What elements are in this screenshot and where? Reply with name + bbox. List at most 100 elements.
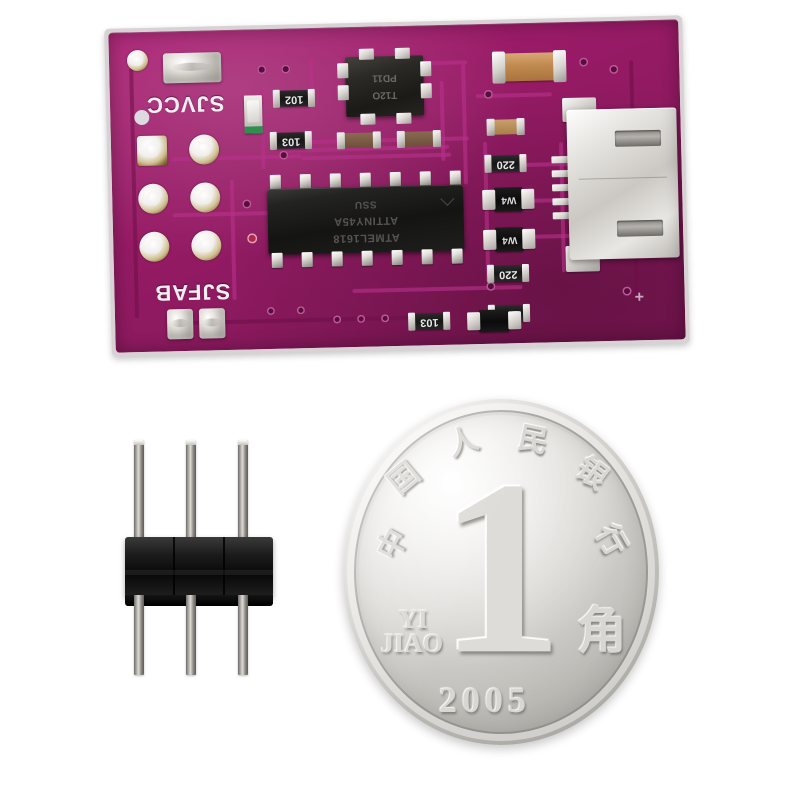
- qfn-pad: [337, 63, 349, 79]
- pcb-trace: [347, 60, 468, 68]
- via: [266, 306, 276, 316]
- ic-pin: [451, 248, 463, 264]
- isp-hole-2: [188, 134, 220, 165]
- usb-shell-seam: [578, 176, 667, 180]
- resistor-220-lower: 220: [486, 263, 530, 283]
- usb-shell-dimple-bottom: [616, 219, 664, 237]
- via: [609, 64, 619, 74]
- qfn-pad: [420, 61, 432, 77]
- isp-hole-5: [139, 231, 170, 263]
- pcb-trace: [259, 89, 266, 170]
- pcb-trace: [629, 60, 639, 301]
- solder-pad-bottom-b: [198, 308, 226, 339]
- pcb-trace: [482, 141, 491, 282]
- coin-rim: [347, 403, 655, 741]
- micro-usb-connector[interactable]: [566, 107, 680, 260]
- diode-pad: [483, 229, 497, 250]
- via-red: [247, 233, 258, 244]
- diode-pad: [482, 189, 496, 210]
- isp-hole-3: [137, 183, 169, 215]
- diode-w4-upper: W4: [494, 187, 523, 212]
- via: [281, 64, 291, 74]
- resistor-220-upper: 220: [484, 153, 527, 173]
- ic-pin: [449, 170, 462, 186]
- via: [333, 315, 342, 324]
- pcb-trace: [278, 136, 469, 145]
- pcb-trace: [301, 152, 452, 161]
- coin-denomination-numeral: 1: [439, 443, 564, 693]
- mounting-hole-top-left: [126, 49, 149, 72]
- solder-pad-bottom-a: [166, 308, 194, 340]
- ceramic-capacitor: [491, 49, 567, 84]
- led-dome: [246, 100, 260, 123]
- pcb-trace: [511, 161, 572, 168]
- pcb-trace: [512, 197, 573, 204]
- via: [381, 314, 390, 323]
- resistor-103-bottom: 103: [407, 311, 451, 331]
- isp-hole-6: [190, 230, 222, 261]
- coin-face: 中 国 人 民 银 行 1 YI JIAO 角 2005: [343, 399, 659, 745]
- ic-pin: [269, 174, 282, 190]
- pcb-trace: [439, 80, 446, 161]
- header-pin-1-bottom: [134, 595, 144, 675]
- regulator-ic: PD11 T12O: [344, 55, 425, 118]
- qfn-pad: [420, 83, 432, 99]
- pcb-trace: [559, 142, 567, 273]
- via: [279, 150, 289, 160]
- via: [257, 65, 267, 75]
- qfn-pad: [360, 113, 376, 125]
- ic-pin: [389, 171, 402, 188]
- resistor-152: 152: [487, 303, 531, 323]
- qfn-pad: [337, 85, 349, 101]
- coin-pinyin-jiao: JIAO: [381, 629, 443, 659]
- ic-pin1-notch-icon: [440, 191, 455, 206]
- diode-bottom: [478, 309, 510, 333]
- ic-pin: [421, 249, 433, 265]
- usb-shell-dimple-top: [614, 129, 662, 147]
- usb-contact: [552, 183, 575, 192]
- solder-pad-top-left: [162, 52, 222, 84]
- status-led: [243, 95, 263, 134]
- ic-pin: [359, 172, 372, 188]
- pcb-trace: [129, 68, 140, 319]
- silkscreen-sjfab: SJFAB: [154, 278, 231, 306]
- pcb-trace: [171, 154, 302, 162]
- header-pin-2-bottom: [186, 595, 196, 675]
- pcb-trace: [475, 92, 552, 99]
- via: [242, 199, 252, 209]
- diode-pad: [521, 188, 535, 210]
- ic-pin: [301, 252, 313, 268]
- via: [357, 314, 366, 323]
- header-pin-2-top: [186, 440, 196, 540]
- pcb-trace: [229, 179, 237, 300]
- plus-mark-icon: +: [634, 287, 645, 305]
- pcb-trace: [461, 64, 468, 185]
- usb-contact: [552, 211, 575, 220]
- diode-w4-lower: W4: [495, 227, 524, 252]
- pcb-trace: [172, 210, 283, 218]
- usb-contact: [551, 155, 574, 164]
- ic-pin: [361, 250, 373, 266]
- capacitor-center-b: [396, 129, 442, 148]
- ic-pin: [329, 173, 342, 189]
- usb-shield-tab-bottom: [565, 245, 601, 273]
- usb-contact: [552, 197, 575, 206]
- reference-coin: 中 国 人 民 银 行 1 YI JIAO 角 2005: [343, 399, 659, 745]
- ic-pin: [391, 249, 403, 266]
- pcb-solder-mask: SJVCC SJFAB +: [108, 19, 686, 353]
- pcb-trace: [513, 233, 574, 240]
- capacitor-right-small: [486, 117, 525, 136]
- via: [296, 306, 305, 315]
- coin-hanzi-jiao: 角: [577, 602, 627, 660]
- via: [486, 281, 496, 291]
- main-microcontroller-ic: SSU ATTINY45A ATMEL1618: [267, 184, 465, 256]
- ic-pin: [331, 251, 343, 267]
- via: [622, 286, 632, 296]
- usb-contact: [551, 169, 574, 178]
- ic-pin: [419, 171, 432, 187]
- header-pin-3-bottom: [238, 595, 248, 675]
- qfn-pad: [396, 112, 412, 124]
- diode-pad: [507, 311, 522, 330]
- via: [579, 57, 589, 67]
